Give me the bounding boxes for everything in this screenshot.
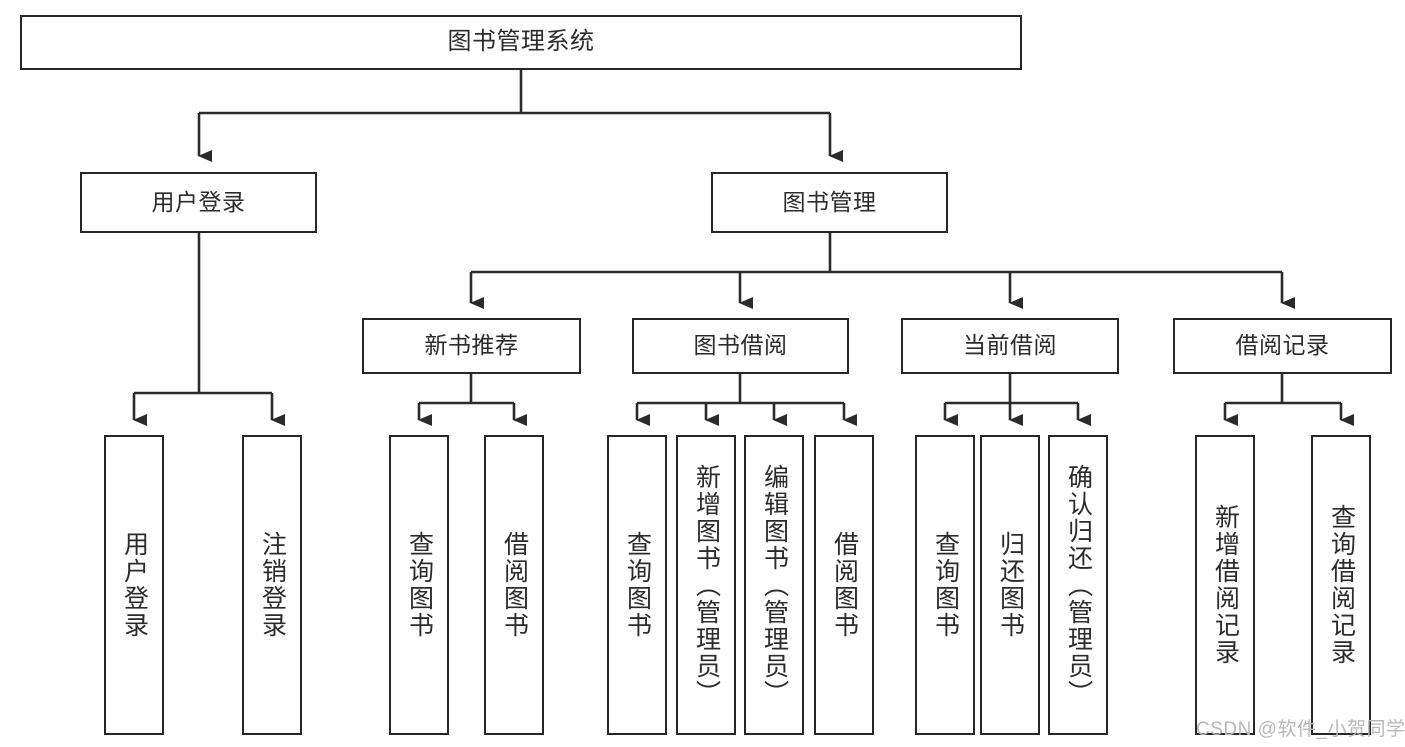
node-borrow-record[interactable]: 借阅记录 [1173, 318, 1392, 374]
node-leaf-query-book-1[interactable]: 查询图书 [389, 435, 449, 735]
node-book-management[interactable]: 图书管理 [711, 172, 948, 233]
node-leaf-add-book-admin[interactable]: 新增图书（管理员） [676, 435, 736, 735]
node-leaf-edit-book-admin[interactable]: 编辑图书（管理员） [744, 435, 804, 735]
node-book-management-label: 图书管理 [782, 188, 877, 215]
node-user-login[interactable]: 用户登录 [80, 172, 317, 233]
node-leaf-query-book-2-label: 查询图书 [623, 531, 652, 639]
node-leaf-borrow-book-1-label: 借阅图书 [500, 531, 529, 639]
node-leaf-borrow-book-2-label: 借阅图书 [830, 531, 859, 639]
node-leaf-query-borrow-record[interactable]: 查询借阅记录 [1311, 435, 1371, 735]
node-current-borrow[interactable]: 当前借阅 [901, 318, 1119, 374]
node-leaf-add-book-admin-label: 新增图书（管理员） [692, 463, 721, 707]
node-root-label: 图书管理系统 [447, 28, 595, 56]
node-leaf-query-book-2[interactable]: 查询图书 [607, 435, 667, 735]
node-leaf-user-login[interactable]: 用户登录 [104, 435, 164, 735]
node-leaf-query-book-3-label: 查询图书 [931, 531, 960, 639]
node-leaf-add-borrow-record[interactable]: 新增借阅记录 [1195, 435, 1255, 735]
node-leaf-user-login-label: 用户登录 [120, 531, 149, 639]
node-book-borrow[interactable]: 图书借阅 [632, 318, 849, 374]
node-leaf-edit-book-admin-label: 编辑图书（管理员） [760, 463, 789, 707]
node-leaf-confirm-return-admin-label: 确认归还（管理员） [1064, 463, 1093, 707]
node-leaf-confirm-return-admin[interactable]: 确认归还（管理员） [1048, 435, 1108, 735]
node-new-book-recommend[interactable]: 新书推荐 [362, 318, 581, 374]
node-leaf-borrow-book-2[interactable]: 借阅图书 [814, 435, 874, 735]
node-leaf-borrow-book-1[interactable]: 借阅图书 [484, 435, 544, 735]
node-user-login-label: 用户登录 [151, 188, 246, 215]
node-leaf-query-borrow-record-label: 查询借阅记录 [1327, 504, 1356, 666]
node-leaf-query-book-1-label: 查询图书 [405, 531, 434, 639]
node-current-borrow-label: 当前借阅 [963, 332, 1057, 359]
node-leaf-query-book-3[interactable]: 查询图书 [915, 435, 975, 735]
node-leaf-return-book[interactable]: 归还图书 [980, 435, 1040, 735]
node-root[interactable]: 图书管理系统 [20, 15, 1022, 70]
node-leaf-return-book-label: 归还图书 [996, 531, 1025, 639]
node-leaf-logout-login-label: 注销登录 [258, 531, 287, 639]
node-new-book-recommend-label: 新书推荐 [424, 332, 519, 359]
node-leaf-logout-login[interactable]: 注销登录 [242, 435, 302, 735]
node-borrow-record-label: 借阅记录 [1235, 332, 1330, 359]
node-leaf-add-borrow-record-label: 新增借阅记录 [1211, 504, 1240, 666]
node-book-borrow-label: 图书借阅 [693, 332, 788, 359]
